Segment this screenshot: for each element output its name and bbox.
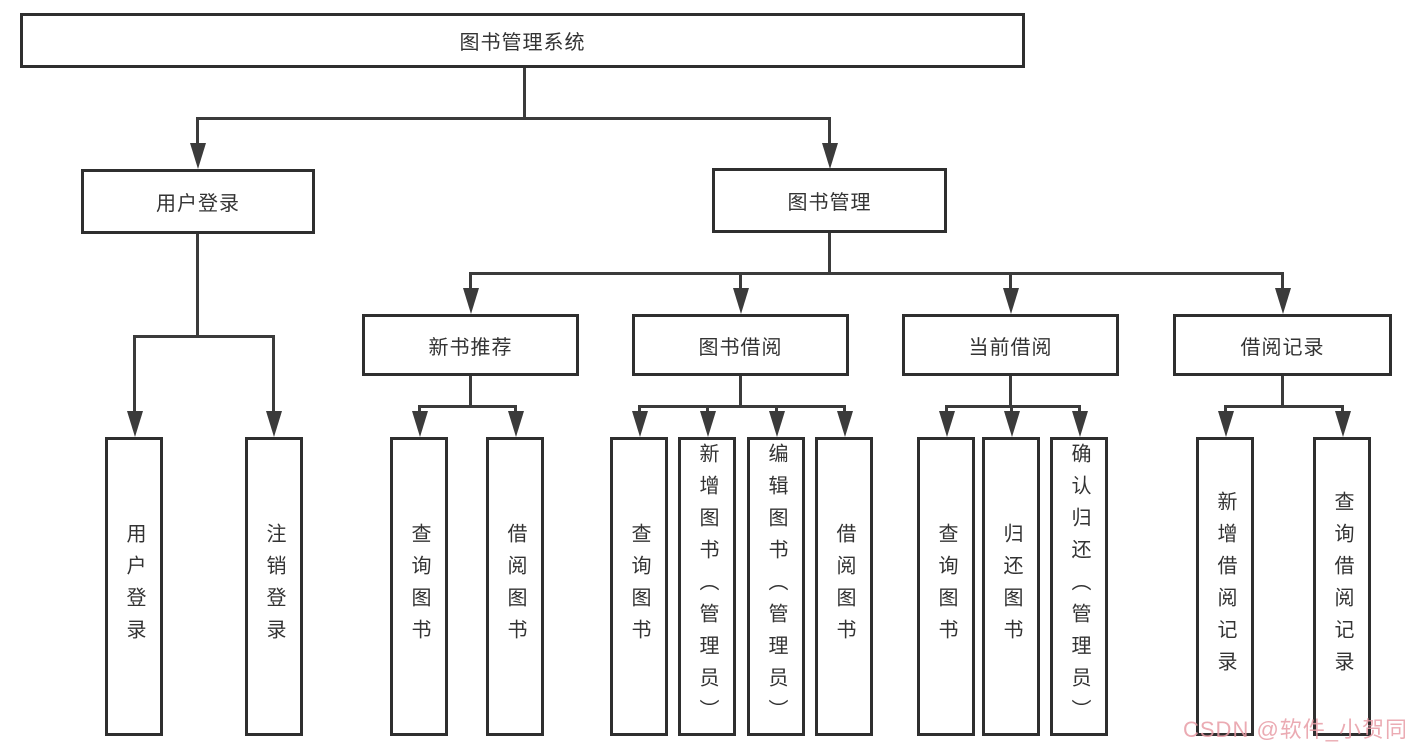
arrow-down-icon	[127, 411, 143, 437]
arrow-down-icon	[700, 411, 716, 437]
leaf-label: 查询图书	[408, 522, 430, 651]
connector-stub-leaf	[1010, 405, 1013, 415]
connector-section-down	[1281, 376, 1284, 407]
arrow-down-icon	[190, 143, 206, 169]
leaf-label: 查询图书	[935, 522, 957, 651]
connector-stub-leaf	[133, 335, 136, 413]
arrow-down-icon	[939, 411, 955, 437]
arrow-down-icon	[412, 411, 428, 437]
node-borrow-records: 借阅记录	[1173, 314, 1392, 376]
node-root: 图书管理系统	[20, 13, 1025, 68]
connector-stub-section	[1281, 272, 1284, 290]
node-label: 用户登录	[156, 193, 240, 215]
leaf-query-books-c: 查询图书	[917, 437, 975, 736]
leaf-confirm-return-admin: 确认归还（管理员）	[1050, 437, 1108, 736]
arrow-down-icon	[769, 411, 785, 437]
node-book-mgmt: 图书管理	[712, 168, 947, 233]
connector-stub-leaf	[1224, 405, 1227, 415]
node-label: 当前借阅	[968, 336, 1053, 359]
leaf-edit-books-admin: 编辑图书（管理员）	[747, 437, 805, 736]
leaf-add-books-admin: 新增图书（管理员）	[678, 437, 736, 736]
connector-root-down	[523, 68, 526, 118]
connector-stub-section	[1009, 272, 1012, 290]
node-user-login: 用户登录	[81, 169, 315, 234]
node-new-book-recommend: 新书推荐	[362, 314, 579, 376]
leaf-user-login: 用户登录	[105, 437, 163, 736]
leaf-add-borrow-record: 新增借阅记录	[1196, 437, 1254, 736]
watermark: CSDN @软件_小贺同学	[1183, 717, 1405, 742]
leaf-label: 借阅图书	[833, 522, 855, 651]
arrow-down-icon	[508, 411, 524, 437]
arrow-down-icon	[632, 411, 648, 437]
connector-bus-section-c	[945, 405, 1081, 408]
node-label: 图书借阅	[698, 336, 783, 359]
leaf-label: 确认归还（管理员）	[1068, 442, 1090, 731]
connector-stub-leaf	[418, 405, 421, 415]
arrow-down-icon	[266, 411, 282, 437]
connector-section-down	[469, 376, 472, 407]
arrow-down-icon	[1003, 288, 1019, 314]
connector-bus-level2	[469, 272, 1283, 275]
arrow-down-icon	[463, 288, 479, 314]
arrow-down-icon	[1072, 411, 1088, 437]
leaf-query-books-b: 查询图书	[610, 437, 668, 736]
leaf-return-books: 归还图书	[982, 437, 1040, 736]
connector-stub-leaf	[1341, 405, 1344, 415]
connector-bus-section-d	[1224, 405, 1344, 408]
connector-bus-level1	[196, 117, 830, 120]
node-label: 新书推荐	[428, 336, 513, 359]
arrow-down-icon	[1218, 411, 1234, 437]
leaf-query-books-a: 查询图书	[390, 437, 448, 736]
leaf-label: 新增借阅记录	[1214, 490, 1236, 683]
arrow-down-icon	[1335, 411, 1351, 437]
leaf-label: 查询借阅记录	[1331, 490, 1353, 683]
connector-stub-leaf	[843, 405, 846, 415]
arrow-down-icon	[733, 288, 749, 314]
connector-book-mgmt-down	[828, 233, 831, 274]
connector-section-down	[1009, 376, 1012, 407]
connector-bus-section-b	[638, 405, 845, 408]
connector-section-down	[739, 376, 742, 407]
leaf-label: 归还图书	[1000, 522, 1022, 651]
arrow-down-icon	[837, 411, 853, 437]
connector-stub-leaf	[706, 405, 709, 415]
leaf-label: 注销登录	[263, 522, 285, 651]
connector-stub-leaf	[945, 405, 948, 415]
arrow-down-icon	[822, 143, 838, 169]
connector-stub-leaf	[638, 405, 641, 415]
node-root-label: 图书管理系统	[459, 32, 586, 54]
leaf-label: 新增图书（管理员）	[696, 442, 718, 731]
leaf-label: 查询图书	[628, 522, 650, 651]
connector-stub-leaf	[272, 335, 275, 413]
connector-bus-user-login	[133, 335, 275, 338]
node-label: 借阅记录	[1240, 336, 1325, 359]
connector-stub-user-login	[196, 117, 199, 145]
leaf-borrow-books-b: 借阅图书	[815, 437, 873, 736]
connector-stub-leaf	[775, 405, 778, 415]
leaf-label: 用户登录	[123, 522, 145, 651]
node-current-borrow: 当前借阅	[902, 314, 1119, 376]
arrow-down-icon	[1004, 411, 1020, 437]
node-book-borrow: 图书借阅	[632, 314, 849, 376]
connector-user-login-down	[196, 234, 199, 337]
connector-stub-leaf	[514, 405, 517, 415]
leaf-borrow-books-a: 借阅图书	[486, 437, 544, 736]
connector-stub-book-mgmt	[828, 117, 831, 145]
leaf-label: 借阅图书	[504, 522, 526, 651]
connector-bus-section-a	[418, 405, 517, 408]
connector-stub-section	[739, 272, 742, 290]
leaf-logout: 注销登录	[245, 437, 303, 736]
connector-stub-section	[469, 272, 472, 290]
connector-stub-leaf	[1078, 405, 1081, 415]
arrow-down-icon	[1275, 288, 1291, 314]
leaf-query-borrow-record: 查询借阅记录	[1313, 437, 1371, 736]
node-label: 图书管理	[787, 192, 872, 214]
leaf-label: 编辑图书（管理员）	[765, 442, 787, 731]
